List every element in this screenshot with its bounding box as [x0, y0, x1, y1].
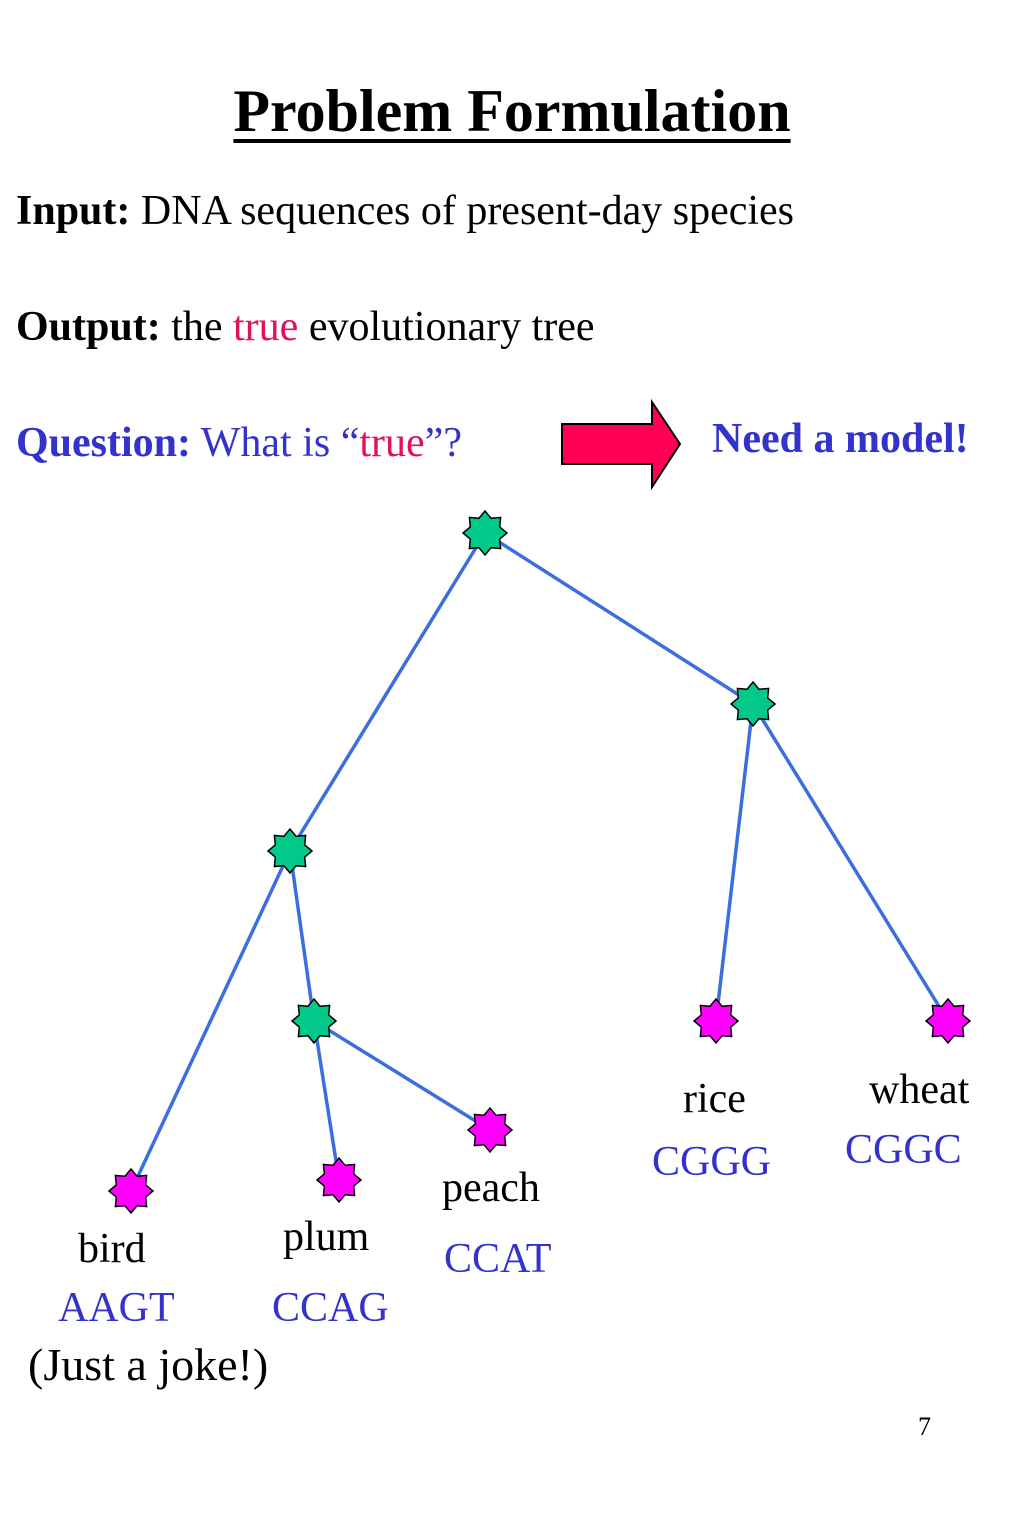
leaf-label-wheat: wheat: [869, 1067, 970, 1113]
leaf-label-rice: rice: [683, 1076, 746, 1122]
input-line: Input: DNA sequences of present-day spec…: [16, 188, 794, 234]
joke-note: (Just a joke!): [28, 1339, 269, 1390]
internal-node-star-icon: [291, 998, 337, 1044]
slide-title: Problem Formulation: [0, 78, 1024, 144]
input-label: Input:: [16, 188, 131, 234]
output-true-highlight: true: [233, 304, 299, 350]
question-pre: What is “: [200, 420, 360, 466]
leaf-sequence-bird: AAGT: [58, 1285, 175, 1331]
question-line: Question: What is “true”?: [16, 420, 462, 466]
need-model-text: Need a model!: [712, 416, 969, 462]
internal-node-star-icon: [267, 828, 313, 874]
internal-nodes: [267, 510, 776, 1044]
question-label: Question:: [16, 420, 192, 466]
leaf-node-star-icon: [108, 1168, 154, 1214]
leaf-node-star-icon: [925, 998, 971, 1044]
leaf-sequence-wheat: CGGC: [845, 1127, 962, 1173]
edge-right-rice: [714, 703, 755, 1022]
leaf-sequence-rice: CGGG: [652, 1139, 772, 1185]
output-label: Output:: [16, 304, 161, 350]
leaf-node-star-icon: [467, 1107, 513, 1153]
leaf-label-bird: bird: [78, 1226, 146, 1272]
right-arrow-icon: [561, 398, 682, 491]
leaf-label-plum: plum: [283, 1214, 370, 1260]
leaf-node-star-icon: [693, 998, 739, 1044]
edge-left-inner: [288, 850, 316, 1022]
input-text: DNA sequences of present-day species: [140, 188, 795, 234]
edge-root-left: [288, 532, 487, 852]
slide-title-text: Problem Formulation: [233, 78, 791, 144]
tree-edges: [129, 531, 950, 1192]
edge-left-bird: [129, 850, 292, 1192]
edge-inner-peach: [313, 1019, 491, 1132]
question-post: ”?: [424, 420, 462, 466]
output-post: evolutionary tree: [308, 304, 595, 350]
internal-node-star-icon: [730, 681, 776, 727]
leaf-sequence-peach: CCAT: [444, 1236, 552, 1282]
edge-inner-plum: [312, 1020, 341, 1181]
leaf-sequence-plum: CCAG: [272, 1285, 389, 1331]
internal-node-star-icon: [462, 510, 508, 556]
output-line: Output: the true evolutionary tree: [16, 304, 595, 350]
edge-right-wheat: [751, 703, 950, 1022]
edge-root-right: [484, 531, 754, 706]
page-number: 7: [918, 1412, 931, 1441]
leaf-label-peach: peach: [442, 1165, 540, 1211]
leaf-node-star-icon: [316, 1157, 362, 1203]
output-pre: the: [171, 304, 223, 350]
question-true-highlight: true: [359, 420, 425, 466]
